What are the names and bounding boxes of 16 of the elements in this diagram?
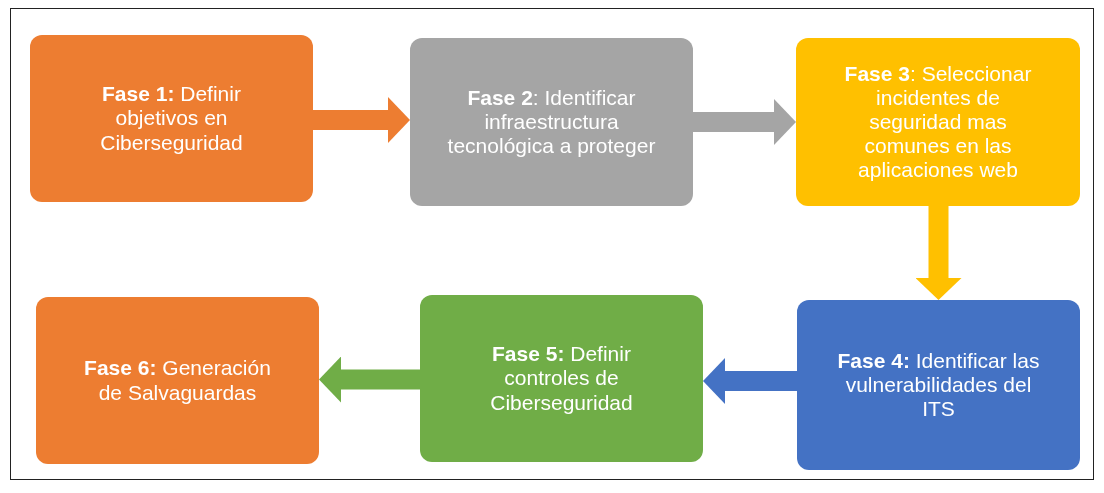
phase-box	[797, 300, 1080, 470]
phase-box	[796, 38, 1080, 206]
phase-text: Fase 5: Definir controles de Ciberseguridad	[489, 342, 634, 415]
phase-box	[410, 38, 693, 206]
phase-box	[420, 295, 703, 462]
block-arrow	[693, 99, 796, 145]
block-arrow	[915, 206, 962, 300]
phase-text: Fase 6: Generación de Salvaguardas	[83, 356, 272, 405]
phase-text: Fase 2: Identificar infraestructura tecnológica a proteger	[446, 85, 657, 159]
block-arrow	[319, 356, 420, 403]
phase-box	[30, 35, 313, 202]
phase-text: Fase 4: Identificar las vulnerabilidades del ITS	[836, 348, 1041, 422]
phase-text: Fase 1: Definir objetivos en Ciberseguridad	[99, 82, 244, 155]
block-arrow	[313, 97, 410, 143]
phase-box	[36, 297, 319, 464]
phase-text: Fase 3: Seleccionar incidentes de seguridad mas comunes en las aplicaciones web	[843, 61, 1033, 183]
